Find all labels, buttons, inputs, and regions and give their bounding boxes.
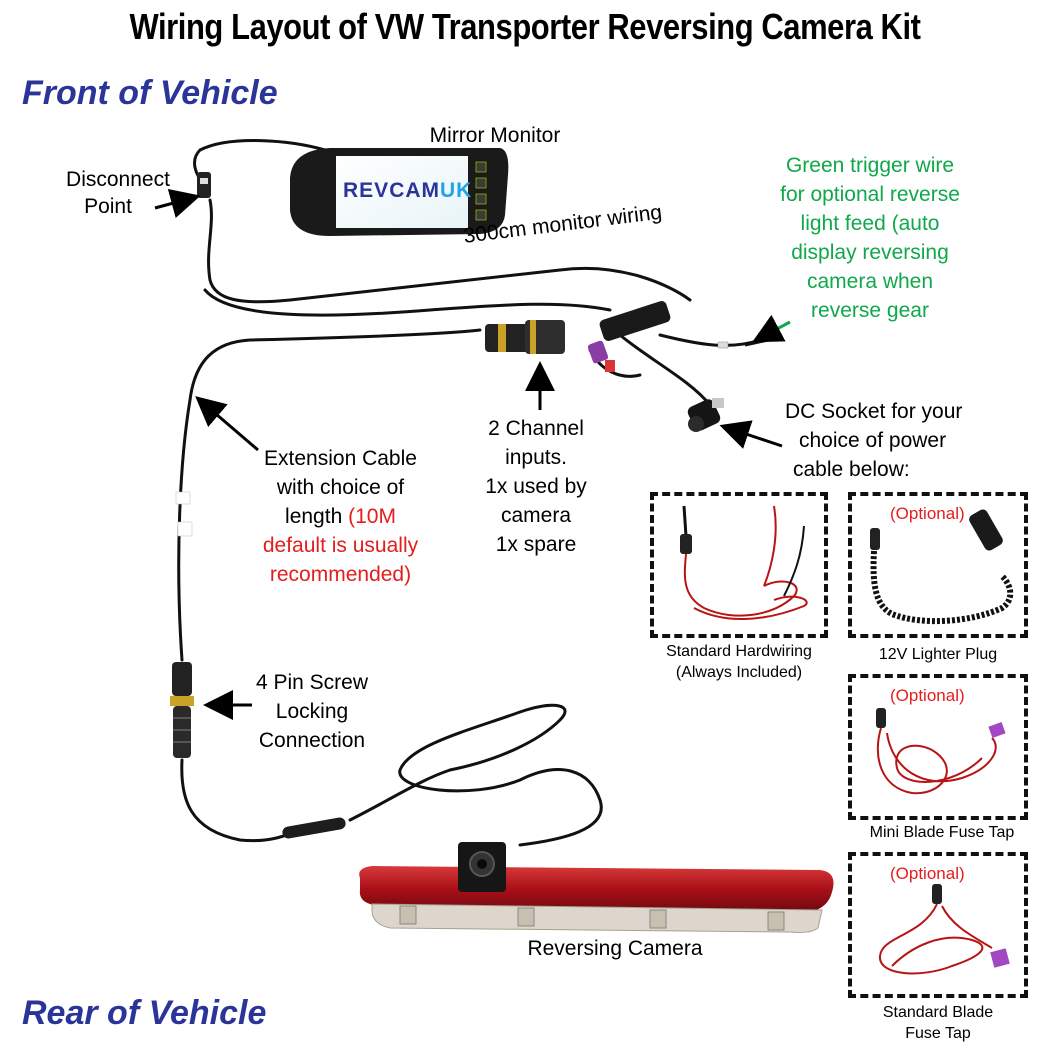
cable-tape-mark [177, 521, 193, 537]
front-of-vehicle-heading: Front of Vehicle [22, 74, 278, 112]
standard-blade-label: Standard Blade Fuse Tap [882, 1004, 994, 1042]
lighter-plug-icon [870, 509, 1014, 625]
disconnect-connector [197, 172, 211, 198]
reversing-camera [359, 842, 834, 933]
green-trigger-label: Green trigger wire for optional reverse … [780, 154, 960, 322]
lighter-plug-label: 12V Lighter Plug [878, 646, 998, 663]
optional-tag: (Optional) [890, 686, 965, 705]
dc-socket-label: DC Socket for your choice of power cable… [785, 400, 963, 481]
extension-cable-label: Extension Cable with choice of length (1… [262, 447, 419, 586]
mini-blade-fuse-icon [876, 708, 1006, 795]
mirror-monitor: REVCAMUK [290, 148, 509, 236]
standard-blade-fuse-icon [878, 884, 1010, 975]
inline-molding [282, 817, 346, 839]
optional-tag: (Optional) [890, 864, 965, 883]
standard-hardwiring-label: Standard Hardwiring (Always Included) [666, 643, 812, 681]
mini-blade-box: (Optional) [848, 674, 1028, 820]
mini-blade-label: Mini Blade Fuse Tap [869, 824, 1015, 841]
rear-of-vehicle-heading: Rear of Vehicle [22, 994, 267, 1032]
reversing-camera-label: Reversing Camera [527, 937, 703, 960]
mirror-monitor-label: Mirror Monitor [429, 124, 561, 147]
dc-socket [687, 398, 724, 432]
junction-hub [485, 301, 671, 372]
page-title: Wiring Layout of VW Transporter Reversin… [129, 6, 921, 47]
annotation-arrows [154, 188, 791, 720]
screw-connection-label: 4 Pin Screw Locking Connection [255, 671, 369, 752]
hardwiring-cable-icon [680, 505, 808, 621]
monitor-brand-logo: REVCAMUK [343, 179, 472, 202]
lighter-plug-box: (Optional) [848, 492, 1028, 638]
optional-tag: (Optional) [890, 504, 965, 523]
channel-inputs-label: 2 Channel inputs. 1x used by camera 1x s… [485, 417, 587, 556]
cable-tape-mark [175, 491, 191, 505]
screw-connector [170, 662, 194, 758]
standard-hardwiring-box [650, 492, 828, 638]
standard-blade-box: (Optional) [848, 852, 1028, 998]
disconnect-point-label: Disconnect Point [66, 168, 170, 218]
